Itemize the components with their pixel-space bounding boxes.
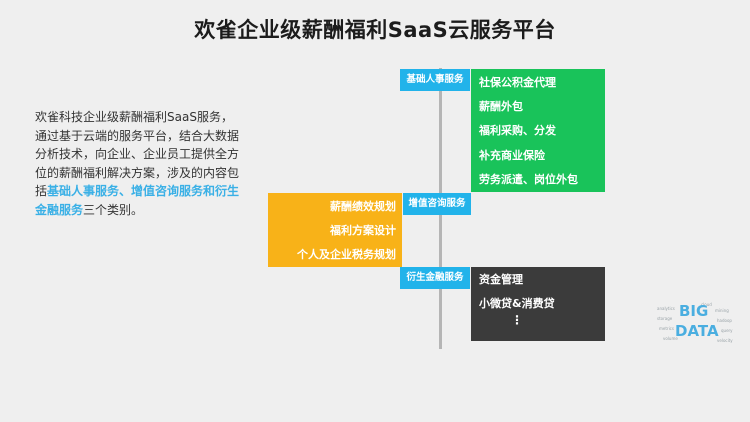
basic-item: 社保公积金代理 bbox=[479, 76, 556, 89]
intro-text-end: 三个类别。 bbox=[83, 202, 144, 217]
svg-text:metrics: metrics bbox=[659, 326, 674, 331]
basic-item: 劳务派遣、岗位外包 bbox=[479, 173, 578, 186]
basic-services-box: 社保公积金代理 薪酬外包 福利采购、分发 补充商业保险 劳务派遣、岗位外包 bbox=[471, 69, 605, 192]
consult-item: 福利方案设计 bbox=[330, 224, 396, 237]
big-data-logo: analytics cloud mining storage hadoop me… bbox=[657, 302, 733, 343]
svg-text:storage: storage bbox=[657, 316, 673, 321]
basic-item: 薪酬外包 bbox=[479, 100, 523, 113]
svg-text:mining: mining bbox=[715, 308, 729, 313]
intro-paragraph: 欢雀科技企业级薪酬福利SaaS服务，通过基于云端的服务平台，结合大数据分析技术，… bbox=[35, 108, 243, 219]
intro-text: 欢雀科技企业级薪酬福利SaaS服务，通过基于云端的服务平台，结合大数据分析技术，… bbox=[35, 110, 240, 198]
svg-text:analytics: analytics bbox=[657, 306, 675, 311]
consult-services-tag: 增值咨询服务 bbox=[403, 193, 471, 215]
page-title: 欢雀企业级薪酬福利SaaS云服务平台 bbox=[194, 18, 556, 42]
intro-highlight: 基础人事服务、增值咨询服务和衍生金融服务 bbox=[35, 184, 240, 217]
big-data-logo-line2: DATA bbox=[675, 322, 719, 340]
finance-item: 小微贷&消费贷 bbox=[479, 297, 555, 310]
consult-item: 个人及企业税务规划 bbox=[297, 248, 396, 261]
basic-item: 福利采购、分发 bbox=[479, 124, 556, 137]
svg-text:velocity: velocity bbox=[717, 338, 733, 343]
svg-text:hadoop: hadoop bbox=[717, 318, 732, 323]
svg-text:query: query bbox=[721, 328, 733, 333]
svg-text:volume: volume bbox=[663, 336, 678, 341]
big-data-logo-line1: BIG bbox=[679, 302, 708, 320]
finance-services-box: 资金管理 小微贷&消费贷 ⋮ bbox=[471, 267, 605, 341]
basic-services-tag: 基础人事服务 bbox=[400, 69, 470, 91]
consult-item: 薪酬绩效规划 bbox=[330, 200, 396, 213]
finance-services-tag: 衍生金融服务 bbox=[400, 267, 470, 289]
more-ellipsis-icon: ⋮ bbox=[511, 313, 523, 327]
consult-services-box: 薪酬绩效规划 福利方案设计 个人及企业税务规划 bbox=[268, 193, 402, 267]
svg-text:cloud: cloud bbox=[701, 302, 712, 307]
basic-item: 补充商业保险 bbox=[479, 149, 545, 162]
finance-item: 资金管理 bbox=[479, 273, 523, 286]
